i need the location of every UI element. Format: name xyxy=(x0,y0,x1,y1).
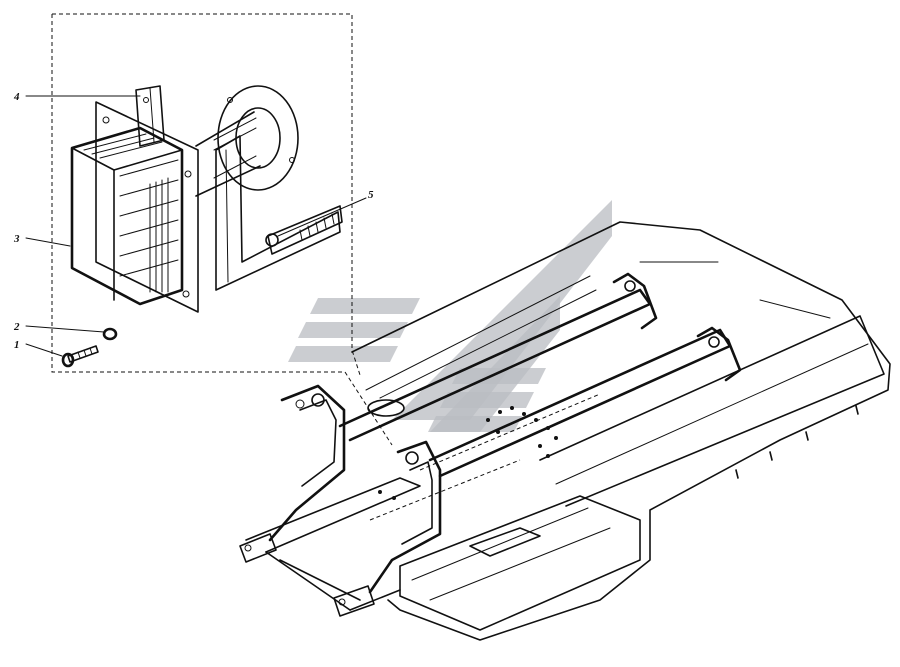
callout-3: 3 xyxy=(13,233,20,245)
inset-frame xyxy=(51,13,393,446)
part-4-bracket xyxy=(135,85,165,147)
part-1-bolt xyxy=(61,345,99,368)
mounting-tube xyxy=(195,85,299,197)
callout-labels: 4 3 2 1 5 xyxy=(13,91,374,351)
deck-mount-post-1 xyxy=(612,272,658,330)
callout-leaders xyxy=(25,95,367,357)
callout-2: 2 xyxy=(13,321,20,333)
deck-mount-post-2 xyxy=(696,326,742,382)
main-frame xyxy=(245,221,891,641)
part-3-housing xyxy=(70,101,199,313)
part-5-bolt-bracket xyxy=(265,205,343,255)
hitch-bracket-right xyxy=(333,440,442,617)
callout-5: 5 xyxy=(368,189,374,201)
callout-1: 1 xyxy=(14,339,20,351)
deck-holes xyxy=(378,406,558,500)
callout-4: 4 xyxy=(13,91,20,103)
logo-watermark-icon xyxy=(288,200,612,432)
hitch-bracket-left xyxy=(239,384,346,563)
l-bracket xyxy=(215,135,341,291)
deck-edge-brackets xyxy=(735,405,859,479)
part-2-nut xyxy=(102,327,118,341)
